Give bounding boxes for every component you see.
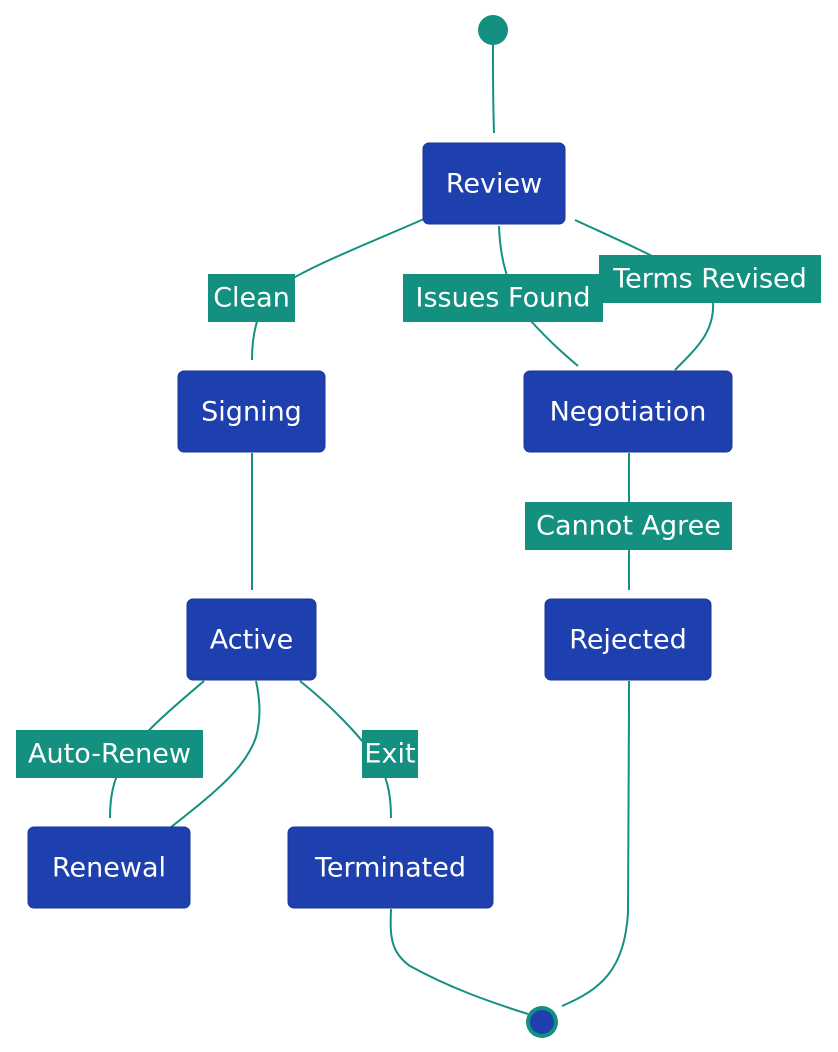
state-active-label: Active (210, 625, 294, 656)
state-rejected-label: Rejected (569, 625, 686, 656)
label-clean: Clean (208, 274, 295, 322)
state-review-label: Review (446, 169, 542, 200)
state-signing-label: Signing (201, 397, 302, 428)
state-negotiation[interactable]: Negotiation (523, 370, 733, 453)
state-renewal[interactable]: Renewal (27, 826, 191, 909)
label-exit: Exit (362, 730, 418, 778)
edge-start-to-review (492, 30, 495, 134)
state-terminated-label: Terminated (314, 853, 466, 884)
label-issues-found-text: Issues Found (416, 283, 591, 314)
label-clean-text: Clean (213, 283, 290, 314)
edge-terminated-to-end (389, 908, 529, 1015)
label-auto-renew-text: Auto-Renew (28, 739, 191, 770)
start-state-icon (478, 15, 508, 45)
state-renewal-label: Renewal (52, 853, 166, 884)
label-auto-renew: Auto-Renew (16, 730, 203, 778)
state-rejected[interactable]: Rejected (544, 598, 712, 681)
state-signing[interactable]: Signing (177, 370, 326, 453)
edge-rejected-to-end (561, 680, 630, 1007)
label-issues-found: Issues Found (403, 274, 603, 322)
label-cannot-agree-text: Cannot Agree (536, 511, 721, 542)
state-negotiation-label: Negotiation (550, 397, 707, 428)
label-cannot-agree: Cannot Agree (525, 502, 732, 550)
end-state-icon (526, 1006, 558, 1038)
state-active[interactable]: Active (186, 598, 317, 681)
label-terms-revised: Terms Revised (599, 255, 821, 303)
state-terminated[interactable]: Terminated (287, 826, 494, 909)
state-review[interactable]: Review (422, 142, 566, 225)
edge-renewal-to-active (169, 680, 261, 829)
label-exit-text: Exit (364, 739, 415, 770)
label-terms-revised-text: Terms Revised (612, 264, 807, 295)
